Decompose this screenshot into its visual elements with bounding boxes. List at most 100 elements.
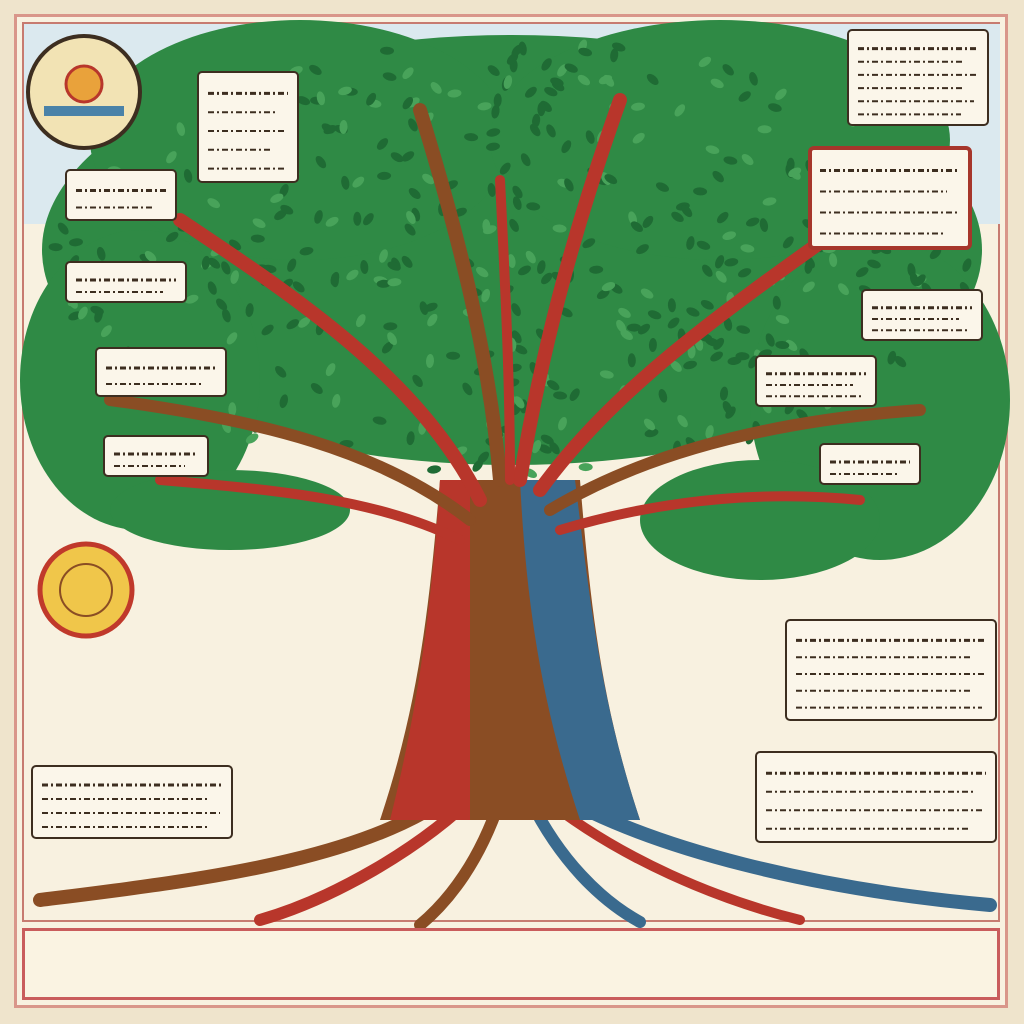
leaf — [298, 317, 311, 328]
leaf — [372, 416, 387, 425]
leaf — [569, 388, 580, 401]
leaf — [564, 178, 574, 192]
leaf — [514, 344, 528, 355]
leaf — [740, 244, 755, 253]
leaf — [670, 360, 682, 372]
leaf — [383, 322, 398, 331]
card-frame — [103, 435, 209, 477]
leaf — [518, 265, 531, 276]
leaf — [786, 157, 795, 172]
label-card — [819, 443, 921, 485]
leaf — [245, 433, 259, 444]
leaf — [741, 154, 754, 166]
leaf — [710, 351, 723, 362]
leaf — [430, 82, 442, 94]
leaf — [447, 89, 462, 98]
leaf — [538, 444, 552, 454]
leaf — [782, 236, 794, 249]
leaf — [722, 64, 734, 76]
leaf — [765, 333, 775, 347]
leaf — [78, 306, 88, 320]
leaf — [612, 42, 626, 52]
leaf — [525, 250, 536, 264]
leaf — [422, 173, 435, 185]
leaf — [487, 65, 500, 76]
leaf — [387, 278, 402, 287]
leaf — [599, 370, 614, 379]
leaf — [419, 301, 429, 315]
leaf — [775, 340, 790, 350]
leaf — [627, 353, 636, 368]
leaf — [564, 63, 578, 73]
leaf — [363, 213, 374, 226]
leaf — [531, 440, 542, 454]
leaf — [644, 428, 659, 438]
leaf — [757, 125, 772, 134]
leaf — [339, 120, 348, 134]
leaf — [406, 211, 416, 224]
label-card — [65, 261, 187, 303]
leaf — [412, 374, 423, 388]
label-card — [847, 29, 989, 126]
leaf — [700, 299, 714, 310]
leaf — [785, 339, 798, 351]
leaf — [228, 402, 237, 417]
leaf — [658, 388, 668, 403]
leaf — [618, 307, 631, 318]
branch-low-right — [555, 491, 865, 535]
leaf — [387, 332, 398, 346]
label-cards — [31, 29, 997, 843]
leaf — [601, 282, 616, 292]
leaf — [207, 198, 221, 209]
leaf — [482, 219, 491, 234]
leaf — [230, 270, 239, 284]
branch-top-left — [413, 103, 507, 487]
label-card — [755, 751, 997, 843]
leaf — [275, 365, 287, 378]
label-card — [861, 289, 983, 341]
leaf — [48, 243, 63, 252]
leaf — [287, 258, 297, 272]
leaf — [724, 258, 739, 267]
leaf — [270, 193, 284, 203]
leaf — [464, 133, 479, 142]
leaf — [610, 48, 619, 63]
leaf — [746, 217, 760, 227]
leaf — [929, 247, 942, 260]
leaf — [401, 151, 415, 162]
leaf — [377, 171, 392, 180]
leaf — [642, 215, 654, 228]
leaf — [558, 416, 567, 431]
leaf — [677, 415, 688, 428]
leaf — [69, 238, 83, 247]
leaf — [546, 124, 556, 138]
card-frame — [861, 289, 983, 341]
leaf — [493, 93, 502, 108]
leaf — [577, 74, 591, 86]
leaf — [503, 75, 513, 89]
leaf — [643, 418, 656, 431]
canopy-lobe-lower-right — [640, 460, 880, 580]
leaf — [408, 188, 421, 199]
leaf — [314, 210, 323, 224]
leaf — [762, 197, 777, 206]
leaf — [546, 380, 560, 391]
leaf — [561, 140, 572, 154]
leaf — [705, 145, 720, 155]
leaf — [855, 267, 869, 278]
leaf — [887, 350, 897, 365]
leaf — [598, 75, 613, 85]
leaf — [553, 391, 568, 400]
card-frame — [65, 169, 177, 221]
leaf — [390, 152, 404, 163]
leaf — [667, 317, 680, 329]
label-card — [197, 71, 299, 183]
leaf — [512, 196, 522, 210]
leaf — [379, 249, 388, 263]
leaf — [604, 174, 618, 185]
leaf — [713, 337, 725, 350]
leaf — [512, 185, 523, 199]
leaf — [631, 102, 645, 111]
leaf — [768, 103, 782, 112]
